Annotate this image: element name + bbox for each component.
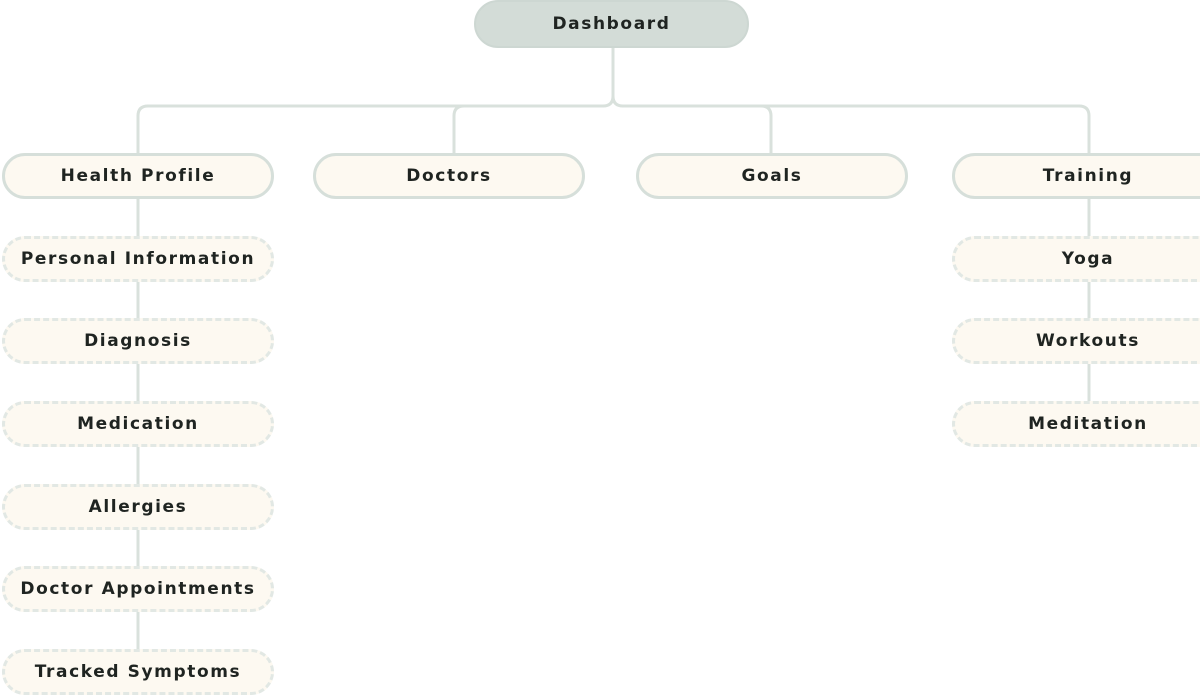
- bus-connector-doctors: [452, 104, 466, 155]
- node-health-profile[interactable]: Health Profile: [2, 153, 274, 199]
- bus-connector-goals: [611, 94, 773, 155]
- node-diagnosis[interactable]: Diagnosis: [2, 318, 274, 364]
- bus-connector-training: [759, 104, 1091, 155]
- node-doctor-appointments[interactable]: Doctor Appointments: [2, 566, 274, 612]
- node-allergies[interactable]: Allergies: [2, 484, 274, 530]
- node-personal-information[interactable]: Personal Information: [2, 236, 274, 282]
- node-training[interactable]: Training: [952, 153, 1200, 199]
- node-yoga[interactable]: Yoga: [952, 236, 1200, 282]
- node-dashboard[interactable]: Dashboard: [474, 0, 749, 48]
- node-doctors[interactable]: Doctors: [313, 153, 585, 199]
- bus-connector-health-profile: [136, 94, 615, 155]
- node-workouts[interactable]: Workouts: [952, 318, 1200, 364]
- node-goals[interactable]: Goals: [636, 153, 908, 199]
- node-meditation[interactable]: Meditation: [952, 401, 1200, 447]
- node-tracked-symptoms[interactable]: Tracked Symptoms: [2, 649, 274, 695]
- node-medication[interactable]: Medication: [2, 401, 274, 447]
